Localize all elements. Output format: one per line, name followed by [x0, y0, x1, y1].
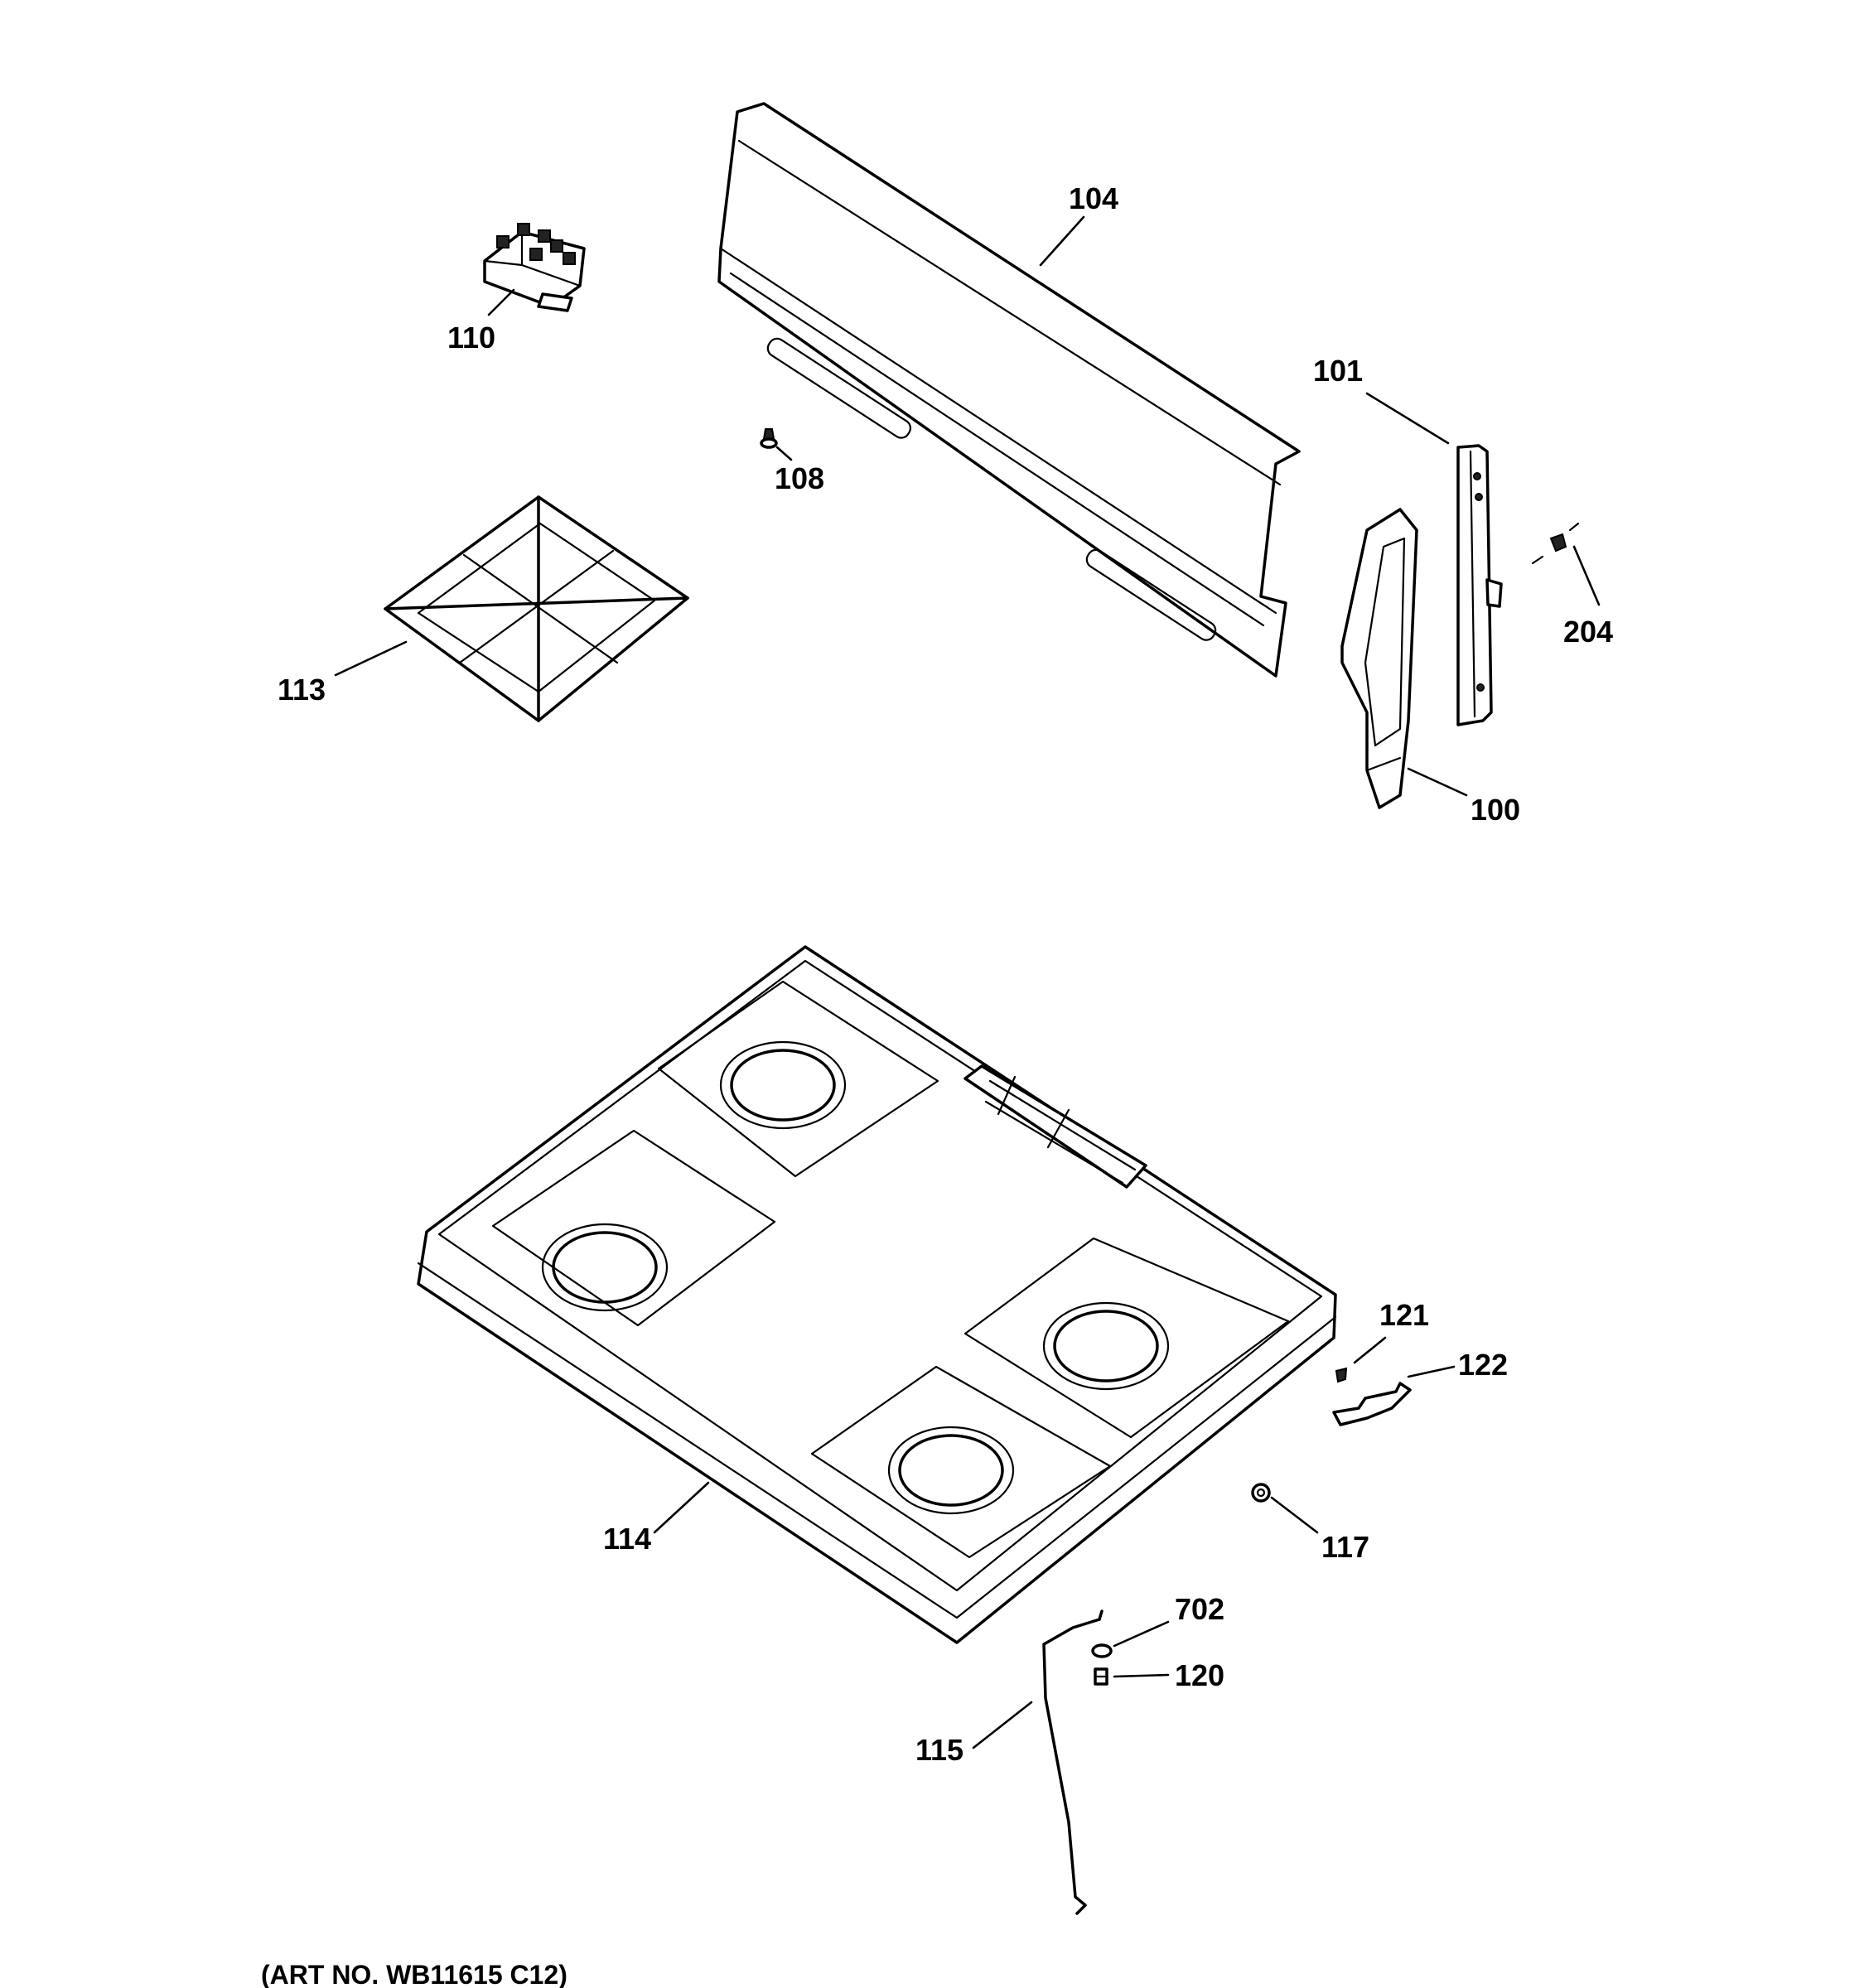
part-122-bracket[interactable] — [1332, 1382, 1412, 1426]
callout-115: 115 — [915, 1733, 963, 1767]
part-101-side-bracket[interactable] — [1456, 444, 1503, 726]
part-110-terminal-block[interactable] — [483, 223, 586, 312]
leader-lines — [334, 215, 1601, 1749]
part-108-screw[interactable] — [760, 428, 778, 449]
callout-101: 101 — [1313, 354, 1363, 388]
art-number: (ART NO. WB11615 C12) — [261, 1960, 567, 1988]
callout-108: 108 — [775, 461, 824, 495]
callout-113: 113 — [278, 673, 326, 707]
callout-122: 122 — [1458, 1348, 1508, 1382]
part-117-nut[interactable] — [1251, 1483, 1271, 1503]
callout-120: 120 — [1175, 1658, 1224, 1692]
part-702-washer[interactable] — [1091, 1643, 1113, 1658]
callout-117: 117 — [1321, 1530, 1369, 1564]
part-120-nut[interactable] — [1094, 1667, 1108, 1686]
callout-204: 204 — [1563, 615, 1613, 649]
part-100-side-trim[interactable] — [1340, 508, 1418, 809]
part-113-grate[interactable] — [384, 495, 689, 722]
callout-121: 121 — [1379, 1298, 1429, 1332]
callout-702: 702 — [1175, 1592, 1224, 1626]
part-204-screw[interactable] — [1531, 522, 1580, 565]
callout-110: 110 — [447, 321, 495, 355]
callout-104: 104 — [1069, 181, 1118, 215]
part-115-rod[interactable] — [1042, 1609, 1104, 1915]
part-121-screw[interactable] — [1335, 1367, 1348, 1383]
part-114-cooktop[interactable] — [417, 945, 1337, 1644]
part-104-backsplash[interactable] — [717, 102, 1301, 678]
callout-114: 114 — [603, 1522, 651, 1556]
callout-100: 100 — [1471, 793, 1520, 827]
